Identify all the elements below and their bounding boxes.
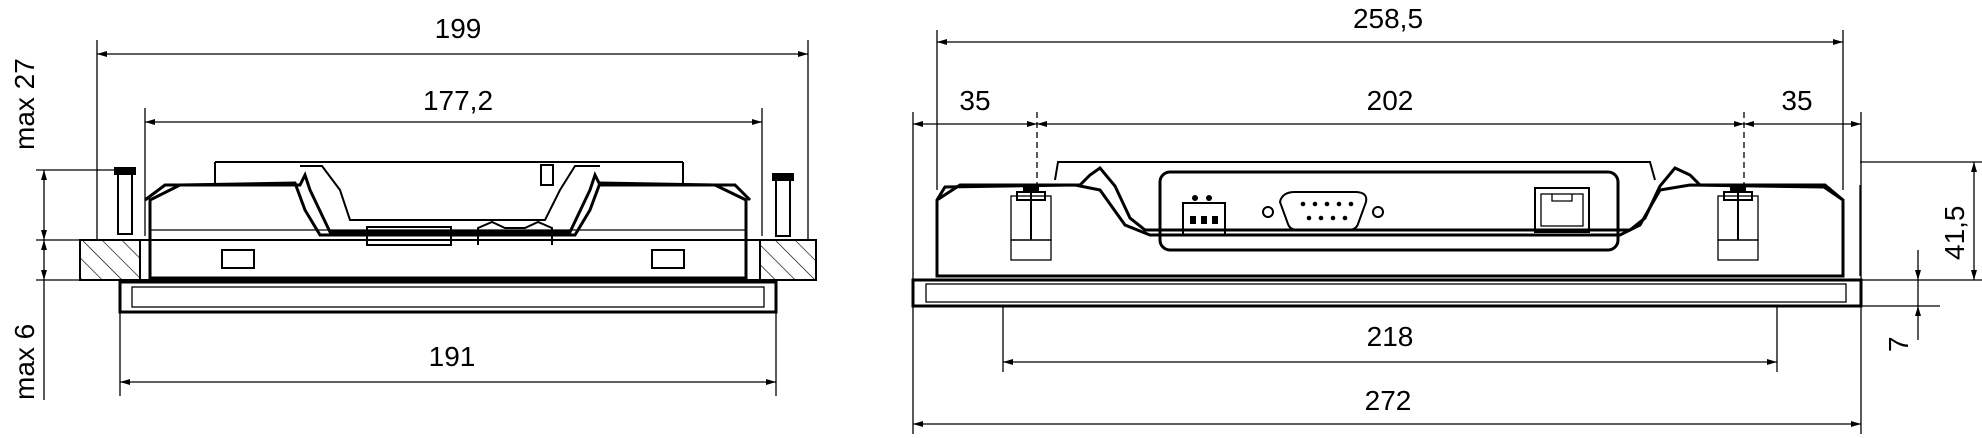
dimension-bezel-width: 191 (119, 312, 777, 396)
dimension-max-panel: max 6 (9, 240, 80, 400)
rear-connectors (366, 164, 554, 246)
mounting-clamp-left-right-view (1010, 184, 1052, 261)
dimension-height: 41,5 (1860, 161, 1982, 281)
front-bezel (118, 280, 778, 314)
dim-label-right-offset: 35 (1781, 85, 1812, 116)
front-bezel-right (911, 278, 1863, 308)
dim-label-bezel-outer: 272 (1365, 385, 1412, 416)
dimension-bezel-inner: 218 (1002, 306, 1778, 372)
dim-label-left-offset: 35 (959, 85, 990, 116)
dim-label-overall-right: 258,5 (1353, 3, 1423, 34)
dim-label-bezel-thickness: 7 (1883, 336, 1914, 352)
dimension-max-depth: max 27 (9, 58, 120, 241)
left-side-view: 199 177,2 191 max 27 max 6 (9, 13, 817, 400)
dimension-chain-clamps: 35 202 35 (912, 85, 1862, 280)
mounting-clamp-right (772, 173, 794, 237)
dim-label-between-clamps: 202 (1367, 85, 1414, 116)
dimension-overall-width-right: 258,5 (936, 3, 1844, 190)
dim-label-height: 41,5 (1939, 206, 1970, 261)
connector-bay (1158, 170, 1620, 252)
dim-label-cutout: 177,2 (423, 85, 493, 116)
dim-label-bezel-inner: 218 (1367, 321, 1414, 352)
mounting-panel (79, 239, 817, 281)
dim-label-max-panel: max 6 (9, 324, 40, 400)
dimension-bezel-thickness: 7 (1861, 250, 1940, 352)
side-slot-right (651, 249, 685, 269)
dimension-cutout-width: 177,2 (144, 85, 763, 236)
side-slot-left (221, 249, 255, 269)
device-housing-right (935, 161, 1861, 278)
right-rear-view: 258,5 35 202 35 218 272 (911, 3, 1982, 434)
dim-label-overall: 199 (435, 13, 482, 44)
dim-label-max-depth: max 27 (9, 58, 40, 150)
ethernet-rj45-connector (1534, 187, 1590, 233)
mounting-clamp-left (114, 167, 136, 235)
dimension-overall-width: 199 (96, 13, 809, 240)
dimension-bezel-outer: 272 (912, 306, 1862, 434)
device-housing (144, 161, 752, 280)
mounting-clamp-right-right-view (1717, 184, 1759, 261)
power-connector (1182, 195, 1226, 236)
dim-label-bezel: 191 (429, 341, 476, 372)
serial-db9-connector (1262, 191, 1384, 231)
